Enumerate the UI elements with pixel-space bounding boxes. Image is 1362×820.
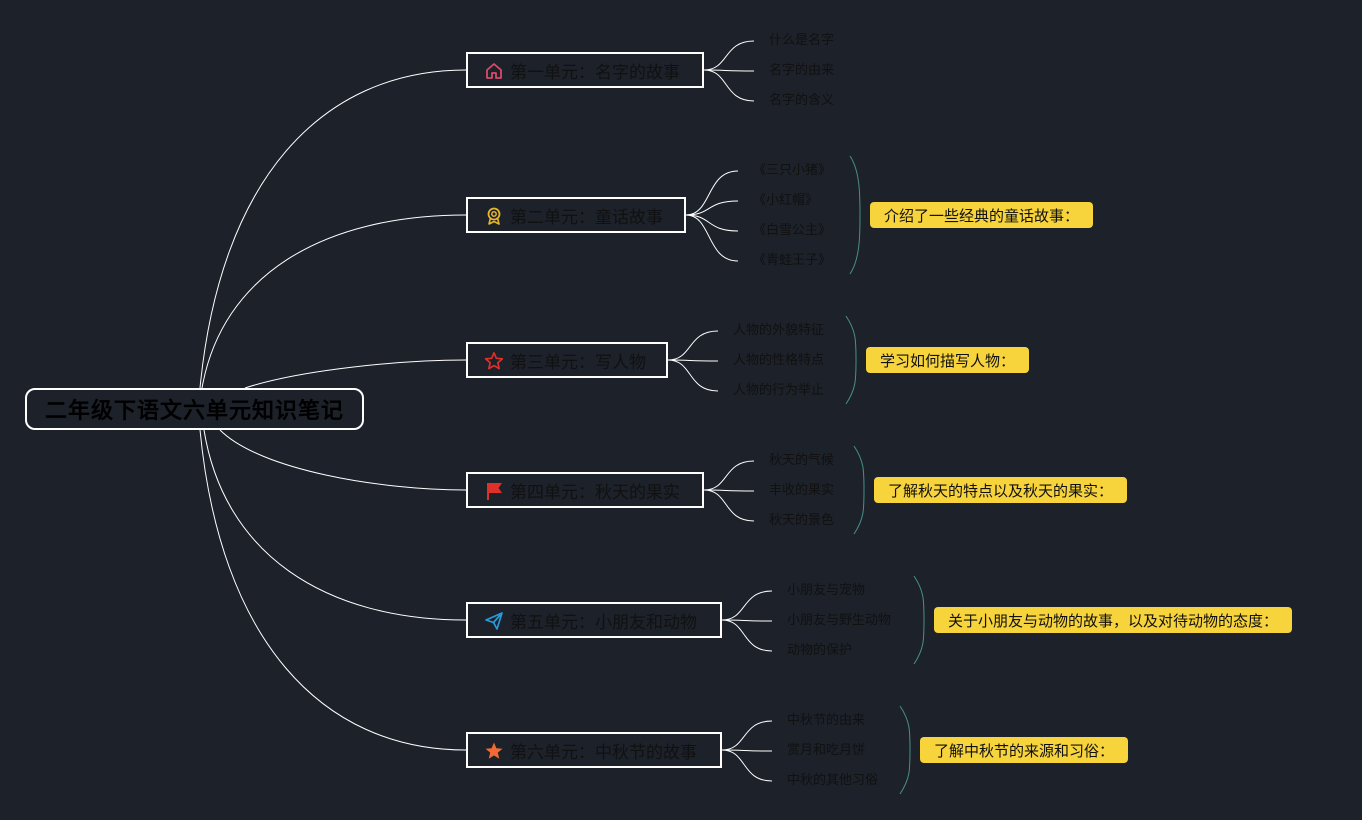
unit-1-branch-2 [703, 69, 755, 72]
unit-3-item-3[interactable]: 人物的行为举止 [733, 383, 825, 398]
star-filled-icon [484, 741, 504, 761]
unit-2-item-4[interactable]: 《青蛙王子》 [753, 253, 832, 268]
unit-1-node[interactable]: 第一单元：名字的故事 [466, 52, 704, 88]
unit-1-item-2[interactable]: 名字的由来 [769, 63, 835, 78]
unit-5-branch-2 [721, 619, 773, 622]
unit-2-label: 第二单元：童话故事 [510, 207, 663, 228]
unit-4-branch-3 [703, 489, 755, 522]
unit-2-summary[interactable]: 介绍了一些经典的童话故事： [870, 202, 1094, 228]
summary-brace-1 [849, 155, 861, 275]
unit-5-label: 第五单元：小朋友和动物 [510, 612, 697, 633]
unit-1-branch-1 [703, 40, 755, 71]
unit-4-node[interactable]: 第四单元：秋天的果实 [466, 472, 704, 508]
unit-2-item-1[interactable]: 《三只小猪》 [753, 163, 832, 178]
unit-6-branch-2 [721, 749, 773, 752]
unit-2-item-2[interactable]: 《小红帽》 [753, 193, 819, 208]
unit-3-item-1[interactable]: 人物的外貌特征 [733, 323, 825, 338]
unit-3-item-2[interactable]: 人物的性格特点 [733, 353, 825, 368]
unit-6-branch-3 [721, 749, 773, 782]
root-connector-6 [199, 429, 467, 751]
unit-5-branch-1 [721, 590, 773, 621]
unit-6-item-1[interactable]: 中秋节的由来 [787, 713, 866, 728]
unit-1-label: 第一单元：名字的故事 [510, 62, 680, 83]
summary-brace-4 [913, 575, 925, 665]
paper-plane-icon [484, 611, 504, 631]
unit-2-branch-3 [685, 214, 739, 232]
unit-3-branch-3 [667, 359, 719, 392]
unit-5-node[interactable]: 第五单元：小朋友和动物 [466, 602, 722, 638]
home-icon [484, 61, 504, 81]
unit-6-summary[interactable]: 了解中秋节的来源和习俗： [920, 737, 1129, 763]
unit-3-branch-2 [667, 359, 719, 362]
unit-1-branch-3 [703, 69, 755, 102]
unit-5-item-2[interactable]: 小朋友与野生动物 [787, 613, 892, 628]
unit-2-node[interactable]: 第二单元：童话故事 [466, 197, 686, 233]
unit-6-branch-1 [721, 720, 773, 751]
unit-6-label: 第六单元：中秋节的故事 [510, 742, 697, 763]
unit-4-branch-1 [703, 460, 755, 491]
award-medal-icon [484, 206, 504, 226]
summary-brace-2 [845, 315, 857, 405]
unit-4-summary[interactable]: 了解秋天的特点以及秋天的果实： [874, 477, 1128, 503]
unit-1-item-3[interactable]: 名字的含义 [769, 93, 835, 108]
root-connector-5 [203, 429, 467, 621]
unit-6-item-2[interactable]: 赏月和吃月饼 [787, 743, 866, 758]
unit-4-item-3[interactable]: 秋天的景色 [769, 513, 835, 528]
unit-5-summary[interactable]: 关于小朋友与动物的故事，以及对待动物的态度： [934, 607, 1293, 633]
unit-4-item-2[interactable]: 丰收的果实 [769, 483, 835, 498]
root-topic[interactable]: 二年级下语文六单元知识笔记 [25, 388, 364, 430]
unit-2-branch-1 [685, 170, 739, 216]
unit-2-item-3[interactable]: 《白雪公主》 [753, 223, 832, 238]
star-outline-icon [484, 351, 504, 371]
unit-6-node[interactable]: 第六单元：中秋节的故事 [466, 732, 722, 768]
unit-5-item-3[interactable]: 动物的保护 [787, 643, 853, 658]
red-flag-icon [484, 481, 504, 501]
unit-5-branch-3 [721, 619, 773, 652]
unit-3-label: 第三单元：写人物 [510, 352, 646, 373]
unit-3-summary[interactable]: 学习如何描写人物： [866, 347, 1030, 373]
summary-brace-5 [899, 705, 911, 795]
unit-4-label: 第四单元：秋天的果实 [510, 482, 680, 503]
unit-3-branch-1 [667, 330, 719, 361]
summary-brace-3 [853, 445, 865, 535]
unit-4-branch-2 [703, 489, 755, 492]
root-connector-2 [201, 214, 467, 389]
unit-6-item-3[interactable]: 中秋的其他习俗 [787, 773, 879, 788]
root-connector-4 [219, 429, 467, 491]
unit-1-item-1[interactable]: 什么是名字 [769, 33, 835, 48]
unit-3-node[interactable]: 第三单元：写人物 [466, 342, 668, 378]
unit-4-item-1[interactable]: 秋天的气候 [769, 453, 835, 468]
unit-2-branch-4 [685, 214, 739, 262]
root-connector-3 [244, 359, 467, 389]
root-connector-1 [199, 69, 467, 389]
unit-2-branch-2 [685, 200, 739, 216]
unit-5-item-1[interactable]: 小朋友与宠物 [787, 583, 866, 598]
